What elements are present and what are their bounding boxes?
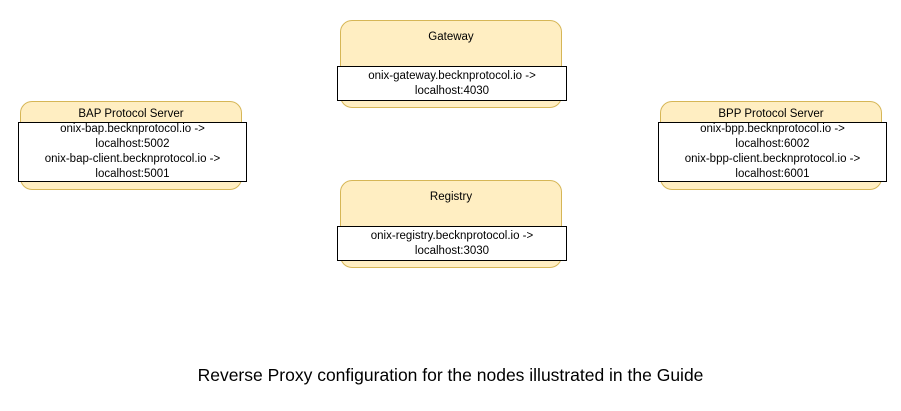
node-bpp-mapping-box: onix-bpp.becknprotocol.io -> localhost:6… (658, 122, 887, 182)
mapping-target: localhost:6001 (735, 168, 810, 180)
mapping-source: onix-bpp.becknprotocol.io -> (700, 123, 845, 135)
mapping-source: onix-bap-client.becknprotocol.io -> (44, 153, 221, 165)
node-bap-title: BAP Protocol Server (78, 108, 184, 120)
node-bpp-title: BPP Protocol Server (718, 108, 824, 120)
node-gateway-title: Gateway (428, 31, 474, 43)
node-bap-mapping-box: onix-bap.becknprotocol.io -> localhost:5… (18, 122, 247, 182)
diagram-caption: Reverse Proxy configuration for the node… (197, 365, 704, 385)
mapping-source: onix-registry.becknprotocol.io -> (370, 229, 534, 242)
node-bpp-protocol-server[interactable]: BPP Protocol Server onix-bpp.becknprotoc… (658, 101, 887, 190)
node-registry-title: Registry (429, 191, 473, 203)
node-bap-protocol-server[interactable]: BAP Protocol Server onix-bap.becknprotoc… (18, 101, 247, 190)
mapping-target: localhost:4030 (414, 84, 490, 97)
node-registry[interactable]: Registry onix-registry.becknprotocol.io … (337, 180, 567, 268)
mapping-target: localhost:5002 (95, 138, 170, 150)
mapping-source: onix-gateway.becknprotocol.io -> (368, 69, 536, 82)
mapping-source: onix-bpp-client.becknprotocol.io -> (684, 153, 861, 165)
mapping-target: localhost:6002 (735, 138, 810, 150)
mapping-target: localhost:3030 (414, 244, 490, 257)
node-gateway-mapping-box: onix-gateway.becknprotocol.io -> localho… (337, 66, 567, 101)
mapping-source: onix-bap.becknprotocol.io -> (60, 123, 205, 135)
node-gateway[interactable]: Gateway onix-gateway.becknprotocol.io ->… (337, 20, 567, 108)
node-registry-mapping-box: onix-registry.becknprotocol.io -> localh… (337, 226, 567, 261)
mapping-target: localhost:5001 (95, 168, 170, 180)
